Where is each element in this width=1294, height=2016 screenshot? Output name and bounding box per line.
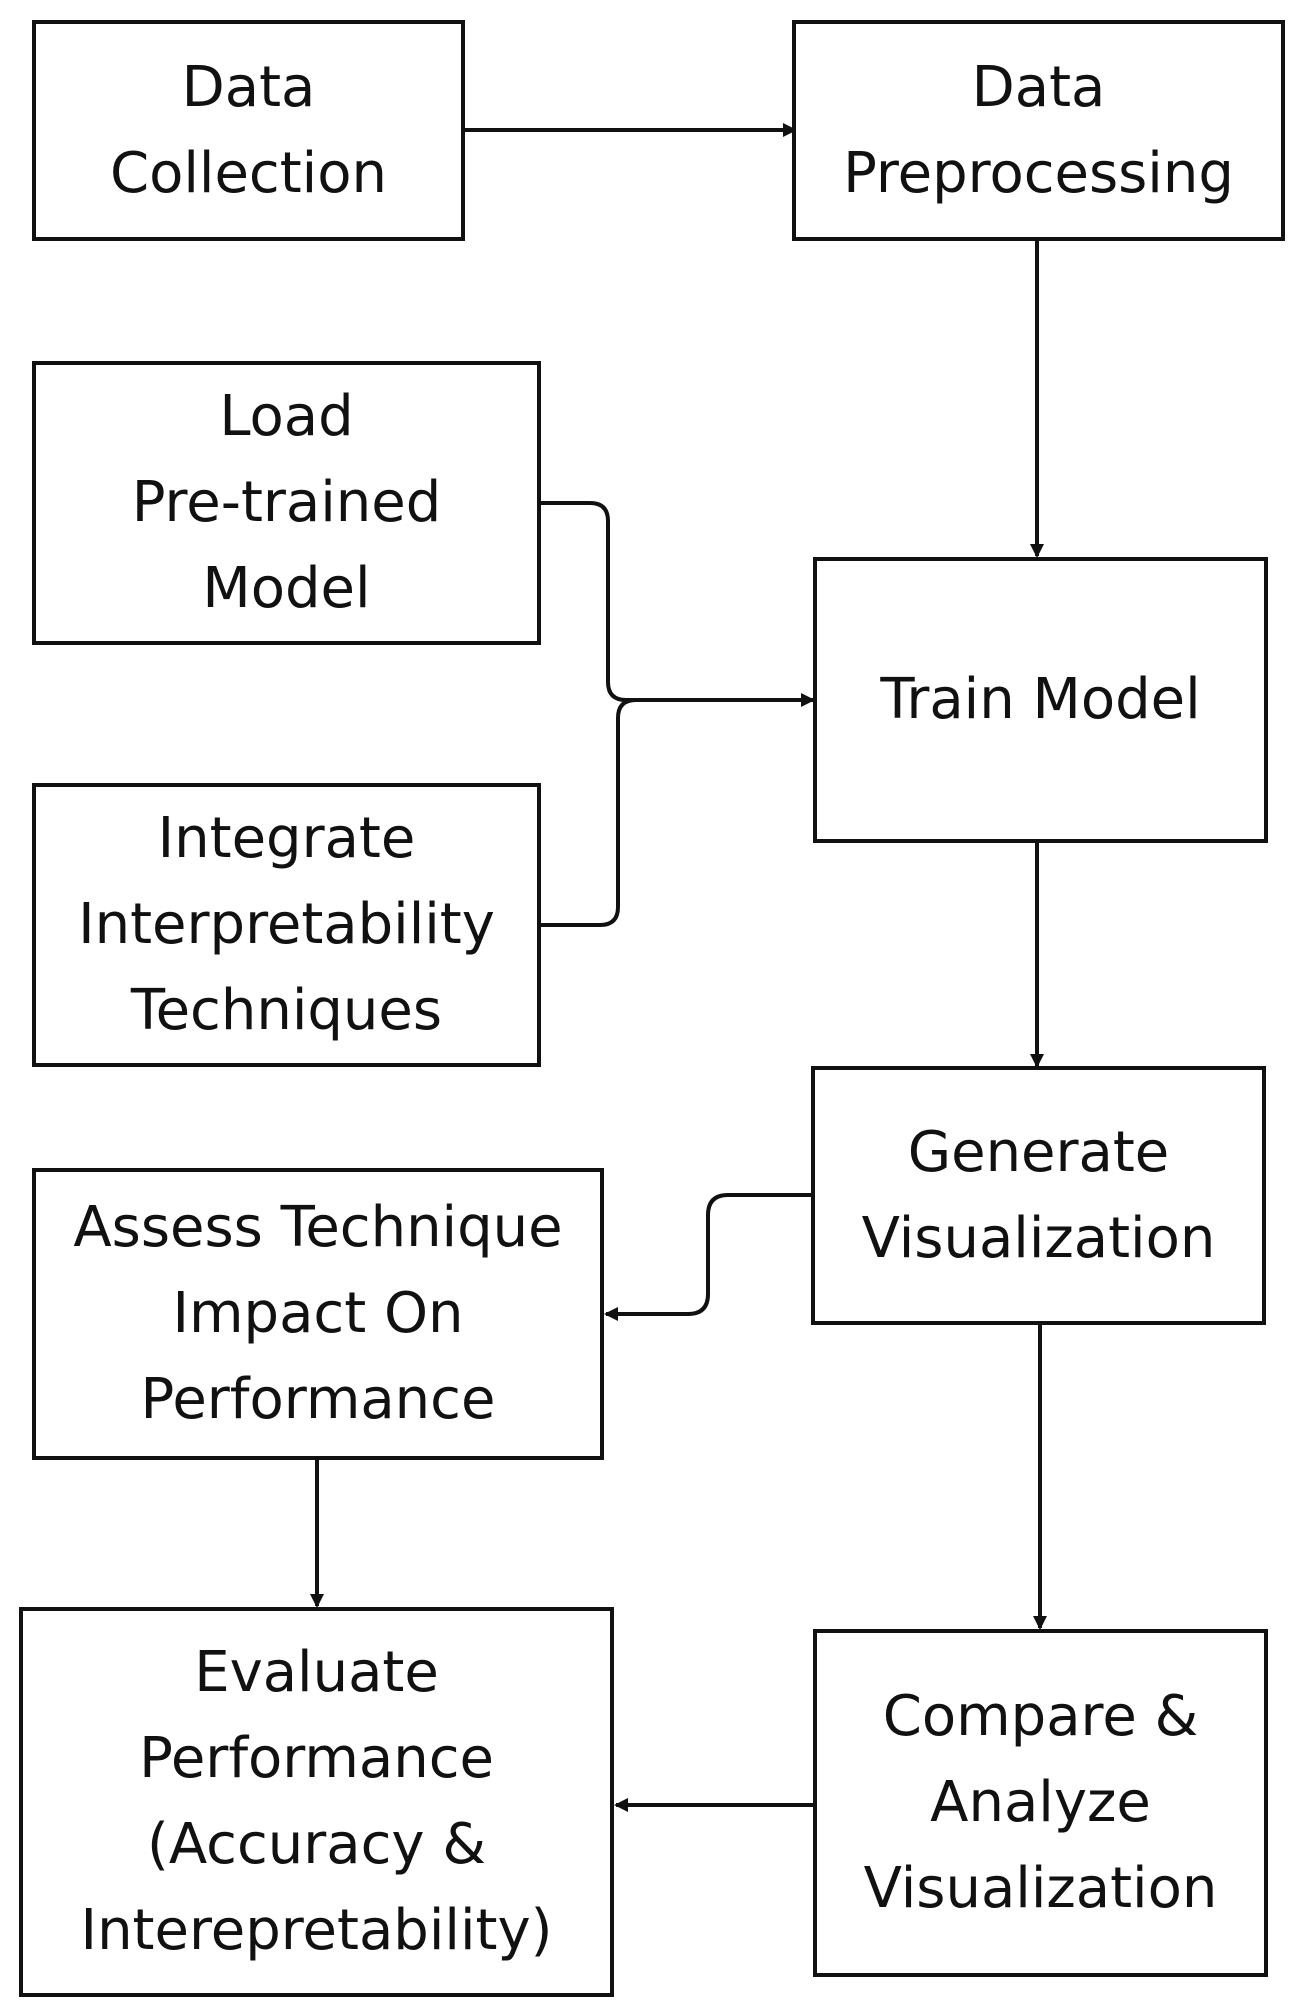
node-assess-technique-impact-label: Assess Technique Impact On Performance	[73, 1195, 563, 1432]
node-integrate-interpretability-label: Integrate Interpretability Techniques	[78, 806, 495, 1043]
node-data-collection-label: Data Collection	[110, 54, 387, 206]
node-load-pretrained-model-label: Load Pre-trained Model	[131, 384, 442, 621]
node-compare-analyze-visualization-label: Compare & Analyze Visualization	[863, 1684, 1218, 1921]
node-train-model: Train Model	[813, 557, 1268, 843]
node-integrate-interpretability: Integrate Interpretability Techniques	[32, 783, 541, 1067]
node-assess-technique-impact: Assess Technique Impact On Performance	[32, 1168, 604, 1460]
node-data-collection: Data Collection	[32, 20, 465, 241]
node-evaluate-performance: Evaluate Performance (Accuracy & Interep…	[19, 1607, 614, 1997]
node-data-preprocessing-label: Data Preprocessing	[843, 54, 1234, 206]
arrow-load-to-train	[541, 501, 815, 707]
node-train-model-label: Train Model	[880, 667, 1201, 732]
node-load-pretrained-model: Load Pre-trained Model	[32, 361, 541, 645]
node-generate-visualization-label: Generate Visualization	[861, 1119, 1216, 1271]
node-data-preprocessing: Data Preprocessing	[792, 20, 1285, 241]
node-generate-visualization: Generate Visualization	[811, 1066, 1266, 1325]
arrow-integrate-to-train	[541, 698, 637, 927]
arrow-generate-to-assess	[604, 1193, 811, 1321]
node-compare-analyze-visualization: Compare & Analyze Visualization	[813, 1629, 1268, 1977]
node-evaluate-performance-label: Evaluate Performance (Accuracy & Interep…	[80, 1640, 553, 1963]
